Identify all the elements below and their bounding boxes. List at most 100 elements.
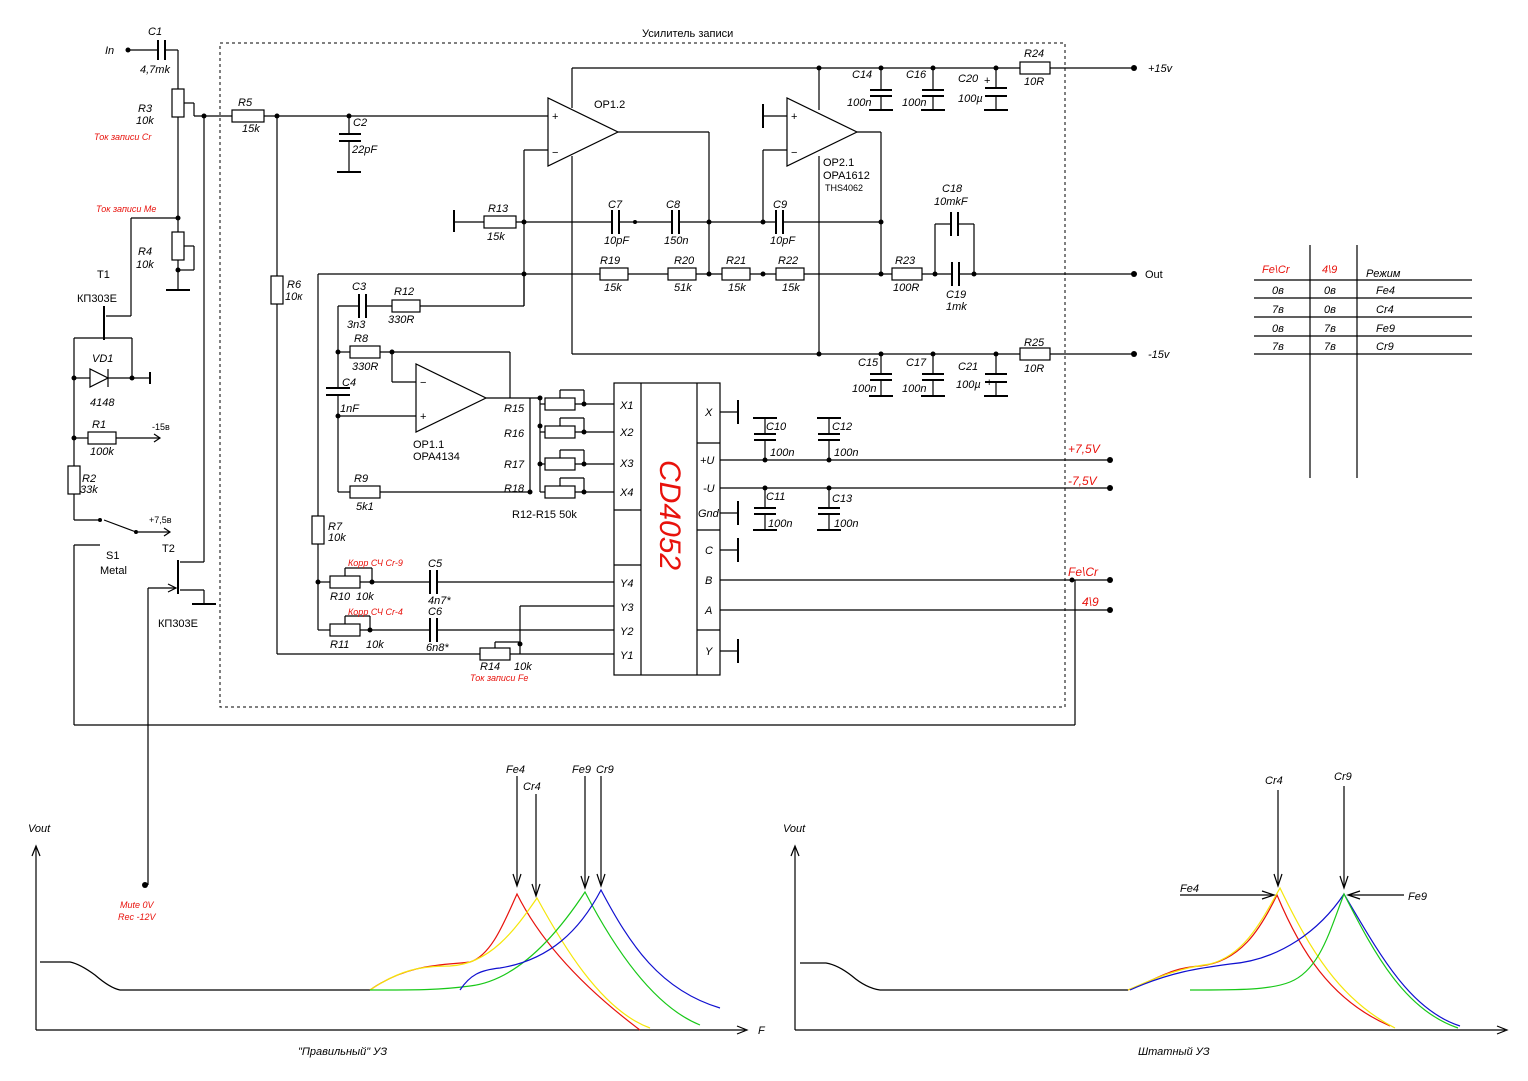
label-r3v: 10k xyxy=(136,115,154,127)
label-components-c5: C5 xyxy=(428,558,443,570)
label-mode_table-rows-0-1: 0в xyxy=(1324,285,1336,297)
label-pins-right-2: -U xyxy=(703,483,715,495)
label-components-r25: R25 xyxy=(1024,337,1045,349)
label-op12: OP1.2 xyxy=(594,99,625,111)
label-components-c17: C17 xyxy=(906,357,927,369)
label-components-r10v: 10k xyxy=(356,591,374,603)
label-graphs-right-peaks-2: Fe4 xyxy=(1180,883,1199,895)
label-components-c11: C11 xyxy=(766,491,785,503)
label-components-r12: R12 xyxy=(394,286,414,298)
label-graphs-right-ylabel: Vout xyxy=(783,823,806,835)
label-components-c16: C16 xyxy=(906,69,927,81)
label-components-r19: R19 xyxy=(600,255,620,267)
label-components-r11: R11 xyxy=(330,639,349,651)
graph-right: Vout Штатный УЗ Cr4 Cr9 Fe4 Fe9 xyxy=(783,771,1509,1058)
label-components-c20v: 100µ xyxy=(958,93,983,105)
label-components-r14v: 10k xyxy=(514,661,532,673)
label-components-r5v: 15k xyxy=(242,123,260,135)
op11-network: − + xyxy=(317,274,540,516)
label-mode_table-rows-2-1: 7в xyxy=(1324,323,1336,335)
label-components-r13v: 15k xyxy=(487,231,505,243)
label-components-c13: C13 xyxy=(832,493,853,505)
label-mode_table-rows-0-0: 0в xyxy=(1272,285,1284,297)
label-components-c8v: 150n xyxy=(664,235,688,247)
label-mode_table-rows-2-0: 0в xyxy=(1272,323,1284,335)
label-components-r21: R21 xyxy=(726,255,746,267)
label-components-r7v: 10k xyxy=(328,532,346,544)
power-caps: + + xyxy=(869,61,1137,397)
svg-text:−: − xyxy=(552,147,558,159)
label-mode_table-rows-3-2: Cr9 xyxy=(1376,341,1394,353)
label-graphs-left-ylabel: Vout xyxy=(28,823,51,835)
label-s1: S1 xyxy=(106,550,119,562)
label-components-r6: R6 xyxy=(287,279,302,291)
label-components-c18: C18 xyxy=(942,183,963,195)
label-components-c15: C15 xyxy=(858,357,879,369)
label-graphs-right-peaks-0: Cr4 xyxy=(1265,775,1283,787)
label-components-c10v: 100n xyxy=(770,447,794,459)
label-opamps-op11b: OPA4134 xyxy=(413,451,460,463)
label-components-r22v: 15k xyxy=(782,282,800,294)
label-components-c10: C10 xyxy=(766,421,787,433)
input-section xyxy=(67,40,1076,888)
label-mode_table-rows-3-1: 7в xyxy=(1324,341,1336,353)
label-pins-left-7: Y1 xyxy=(620,650,633,662)
label-pins-left-4: Y4 xyxy=(620,578,633,590)
label-in: In xyxy=(105,45,114,57)
label-components-r22: R22 xyxy=(778,255,798,267)
label-p75: +7,5V xyxy=(1068,442,1101,456)
label-components-c11v: 100n xyxy=(768,518,792,530)
label-components-c15v: 100n xyxy=(852,383,876,395)
label-opamps-op11a: OP1.1 xyxy=(413,439,444,451)
label-components-r15: R15 xyxy=(504,403,525,415)
r15-r18-pots xyxy=(527,389,614,499)
cd4052-chip: CD4052 xyxy=(613,382,721,676)
label-components-c9v: 10pF xyxy=(770,235,796,247)
label-components-r23: R23 xyxy=(895,255,916,267)
label-components-r6v: 10к xyxy=(285,291,303,303)
label-components-c6: C6 xyxy=(428,606,443,618)
label-t1t: КП303Е xyxy=(77,293,117,305)
label-mode_table-rows-2-2: Fe9 xyxy=(1376,323,1395,335)
label-mode_table-rows-1-2: Cr4 xyxy=(1376,304,1394,316)
label-c1: C1 xyxy=(148,26,162,38)
label-m15: -15v xyxy=(1148,349,1171,361)
label-components-r11n: Корр СЧ Cr-4 xyxy=(348,607,403,617)
label-components-r20v: 51k xyxy=(674,282,692,294)
svg-text:+: + xyxy=(791,111,797,123)
label-r2: R2 xyxy=(82,473,96,485)
label-t2: T2 xyxy=(162,543,175,555)
label-components-r5: R5 xyxy=(238,97,253,109)
label-mode_table-rows-1-1: 0в xyxy=(1324,304,1336,316)
label-components-c5v: 4n7* xyxy=(428,595,451,607)
label-pins-left-1: X2 xyxy=(619,427,633,439)
labels: In C1 4,7mk R3 10k Ток записи Cr Ток зап… xyxy=(77,26,1174,922)
label-components-r25v: 10R xyxy=(1024,363,1044,375)
label-pins-left-2: X3 xyxy=(619,458,634,470)
table-header-mode: Режим xyxy=(1366,268,1401,280)
label-components-c19v: 1mk xyxy=(946,301,967,313)
label-components-c2v: 22pF xyxy=(351,144,378,156)
label-components-r12v: 330R xyxy=(388,314,414,326)
label-components-r8v: 330R xyxy=(352,361,378,373)
label-pins-right-3: Gnd xyxy=(698,508,720,520)
label-components-c14: C14 xyxy=(852,69,872,81)
label-opamps-op21b: OPA1612 xyxy=(823,170,870,182)
svg-text:−: − xyxy=(791,147,797,159)
label-components-c20: C20 xyxy=(958,73,979,85)
label-components-c12: C12 xyxy=(832,421,852,433)
label-components-c6v: 6n8* xyxy=(426,642,449,654)
table-header-49: 4\9 xyxy=(1322,264,1337,276)
svg-text:−: − xyxy=(420,377,426,389)
feedback-network xyxy=(318,149,1137,286)
label-components-c13v: 100n xyxy=(834,518,858,530)
label-components-c17v: 100n xyxy=(902,383,926,395)
label-graphs-right-peaks-1: Cr9 xyxy=(1334,771,1352,783)
label-p75b: +7,5в xyxy=(149,515,172,525)
label-components-c7: C7 xyxy=(608,199,623,211)
label-p15: +15v xyxy=(1148,63,1174,75)
label-pins-right-0: X xyxy=(704,407,713,419)
input-network xyxy=(231,109,548,654)
label-mode_table-rows-1-0: 7в xyxy=(1272,304,1284,316)
